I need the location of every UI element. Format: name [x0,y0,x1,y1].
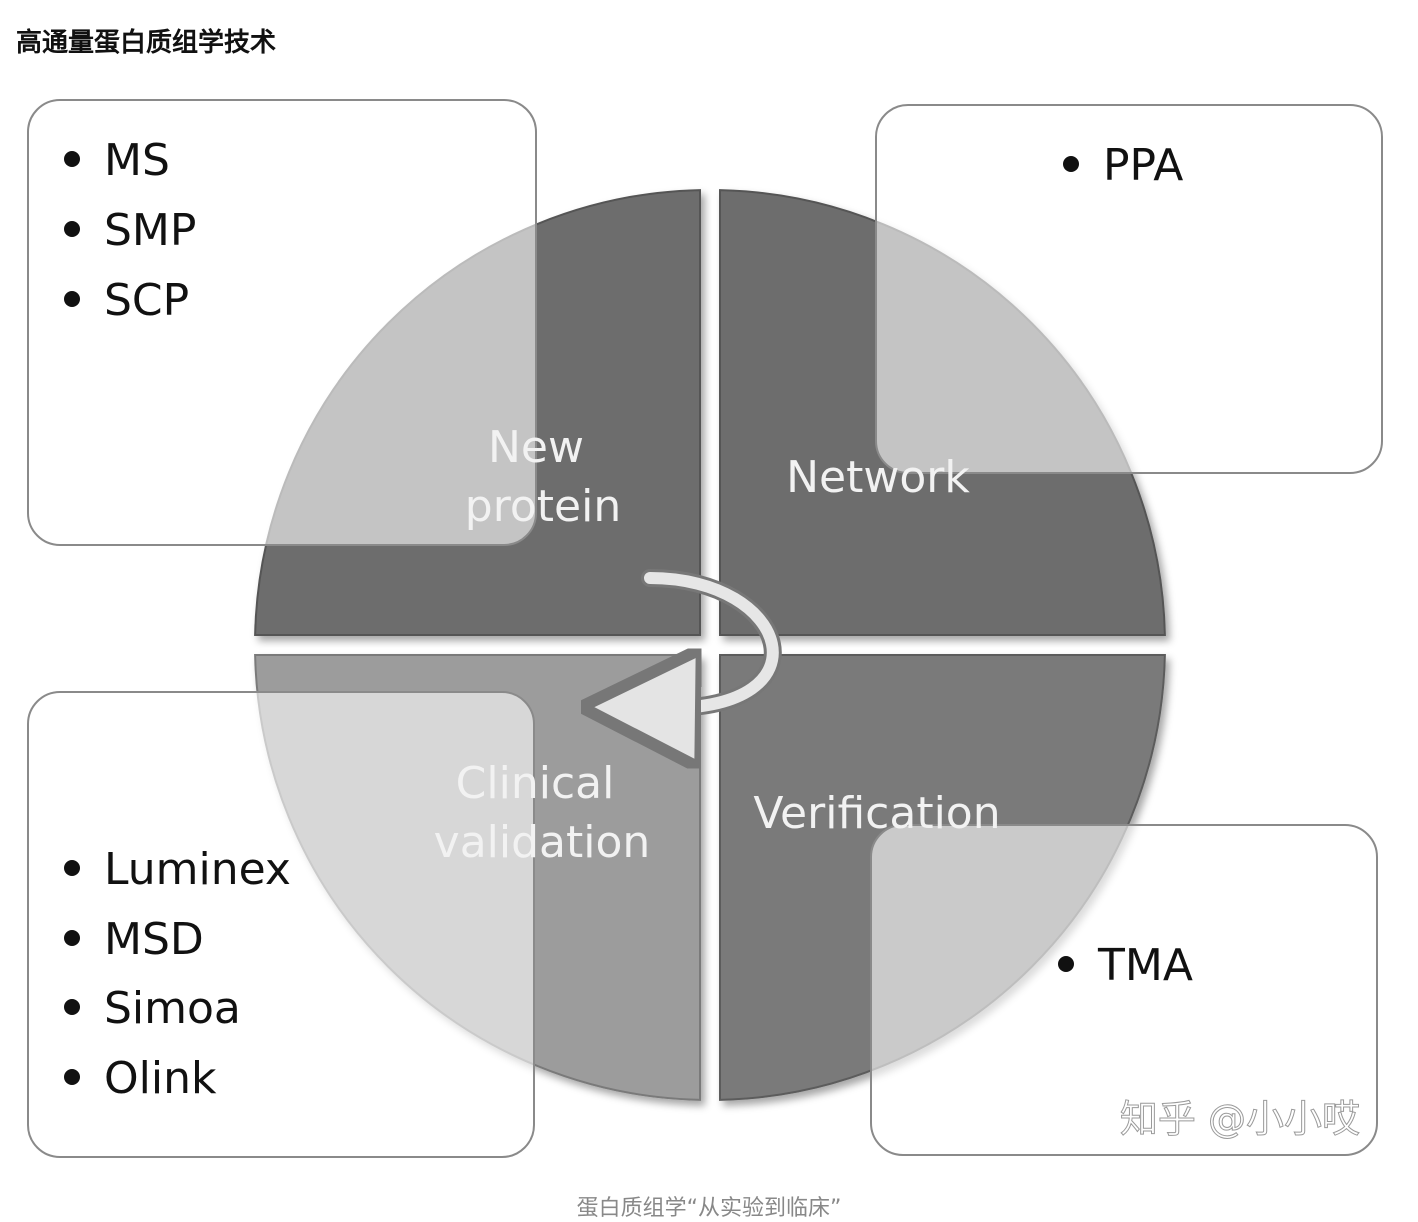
list-item: PPA [1103,140,1183,191]
list-item: TMA [1097,940,1193,991]
figure-caption: 蛋白质组学“从实验到临床” [576,1196,842,1221]
list-bottom-left: Luminex MSD Simoa Olink [64,844,291,1104]
watermark: 知乎 @小小哎 [1120,1097,1360,1141]
cycle-arrow-inner [650,572,779,708]
quadrant-label-new-protein: New protein [465,422,621,532]
proteomics-cycle-diagram: New protein Network Clinical validation … [0,80,1418,1170]
box-bottom-right [870,824,1378,1156]
box-top-left [27,99,537,546]
list-item: SMP [104,205,196,256]
list-top-right: PPA [1063,140,1183,191]
list-item: MSD [104,914,204,965]
list-item: SCP [104,275,189,326]
list-item: MS [104,135,170,186]
list-item: Simoa [104,983,241,1034]
quadrant-label-clinical-validation: Clinical validation [434,758,651,868]
list-top-left: MS SMP SCP [64,135,196,326]
box-top-right [875,104,1383,474]
box-bottom-left [27,691,535,1158]
list-item: Luminex [104,844,291,895]
quadrant-label-network: Network [786,452,970,503]
list-item: Olink [104,1053,217,1104]
list-bottom-right: TMA [1058,940,1193,991]
quadrant-label-verification: Verification [753,788,1000,839]
page-title: 高通量蛋白质组学技术 [16,28,277,58]
